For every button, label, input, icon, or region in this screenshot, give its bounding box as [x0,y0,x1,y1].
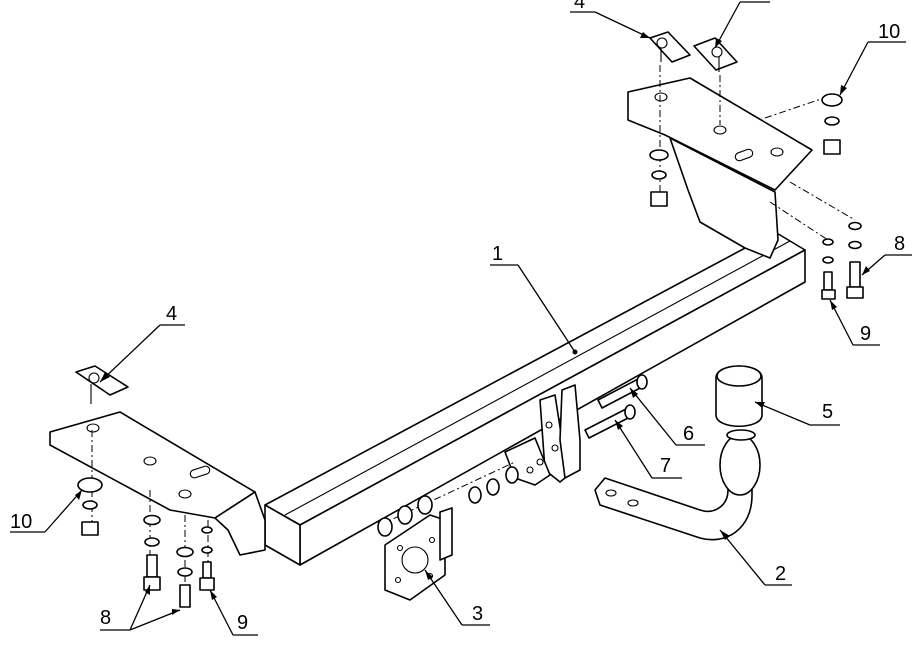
callout-6: 6 [629,387,705,446]
label-4-left: 4 [166,303,177,325]
left-mounting-bracket [49,411,266,556]
bolt-axis-hardware [377,461,519,537]
callout-9-left: 9 [209,589,258,636]
label-5: 5 [822,401,833,423]
label-9-right: 9 [860,323,871,345]
tow-ball-neck [594,434,761,541]
label-2: 2 [775,563,786,585]
callout-8-right: 8 [861,233,912,276]
callout-8-left: 8 [100,584,181,631]
callout-9-right: 9 [829,299,880,346]
callout-7: 7 [614,419,682,479]
label-10-left: 10 [10,511,32,533]
callout-1: 1 [490,243,578,355]
label-8-left: 8 [100,607,111,629]
label-7: 7 [660,455,671,477]
label-3: 3 [472,603,483,625]
socket-plate [384,507,453,601]
callout-5: 5 [754,401,840,426]
callout-2: 2 [719,529,792,586]
label-6: 6 [683,423,694,445]
label-4-top: 4 [574,0,585,13]
callout-4-left: 4 [99,303,185,383]
left-bracket-fasteners [77,430,215,608]
right-bracket-fasteners [649,65,864,300]
right-mounting-bracket [627,77,813,259]
spacer-plate-top-right [693,37,738,72]
label-10-right: 10 [878,21,900,43]
ball-cover [715,365,763,441]
callout-4-top-right [714,1,770,49]
spacer-plate-top-left [649,31,691,63]
callout-10-left: 10 [10,489,83,533]
callout-3: 3 [424,569,490,626]
bolt-short [584,404,636,439]
bolt-long [597,374,648,409]
spacer-plate-left [75,365,129,404]
callout-4-top-left: 4 [570,0,651,39]
callout-10-right: 10 [839,21,906,96]
label-1: 1 [492,243,503,265]
label-8-right: 8 [894,233,905,255]
label-9-left: 9 [237,612,248,634]
